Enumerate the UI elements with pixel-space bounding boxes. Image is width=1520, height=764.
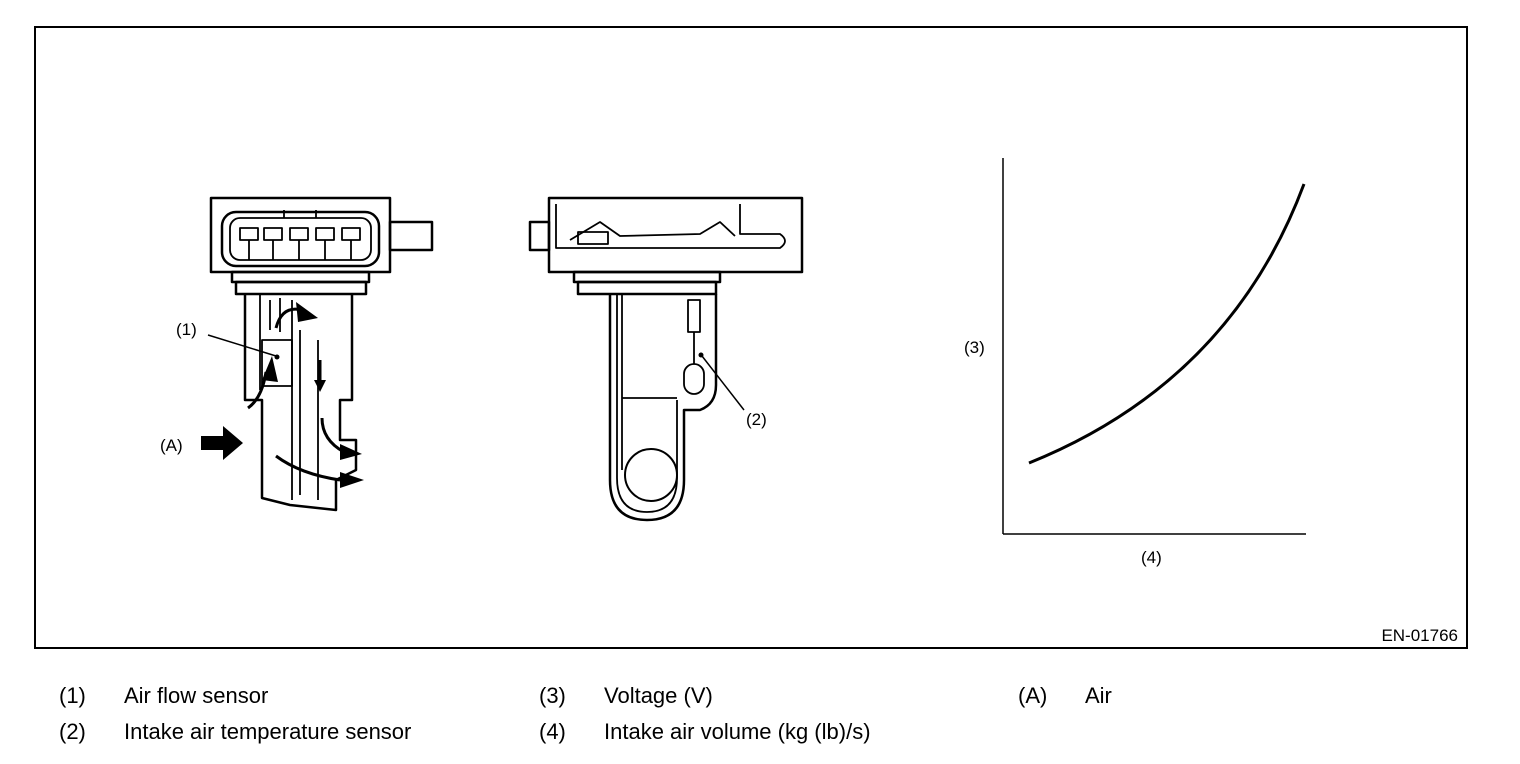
legend-text-1: Air flow sensor	[124, 683, 269, 708]
legend-text-a: Air	[1085, 683, 1112, 708]
figure-frame	[34, 26, 1468, 649]
legend-num-4: (4)	[539, 719, 566, 744]
legend-text-2: Intake air temperature sensor	[124, 719, 412, 744]
legend-num-1: (1)	[59, 683, 86, 708]
leader-dot-1	[274, 354, 280, 360]
legend-text-3: Voltage (V)	[604, 683, 713, 708]
air-flow-sensor-drawing	[209, 196, 434, 512]
legend-text-4: Intake air volume (kg (lb)/s)	[604, 719, 871, 744]
leader-line-1	[207, 334, 277, 357]
leader-dot-2	[698, 352, 704, 358]
legend-num-3: (3)	[539, 683, 566, 708]
callout-1: (1)	[176, 320, 197, 339]
flow-arrowheads	[262, 302, 364, 488]
callout-3: (3)	[964, 338, 985, 357]
intake-air-temperature-sensor-drawing	[528, 196, 804, 522]
callout-2: (2)	[746, 410, 767, 429]
figure-code: EN-01766	[1381, 626, 1458, 645]
legend-num-a: (A)	[1018, 683, 1048, 708]
callout-4: (4)	[1141, 548, 1162, 567]
legend-num-2: (2)	[59, 719, 86, 744]
air-inlet-arrow-icon	[201, 426, 243, 460]
voltage-vs-airflow-graph	[1002, 158, 1306, 535]
callout-a: (A)	[160, 436, 183, 455]
leader-line-2	[701, 355, 745, 411]
graph-curve	[1028, 183, 1306, 465]
